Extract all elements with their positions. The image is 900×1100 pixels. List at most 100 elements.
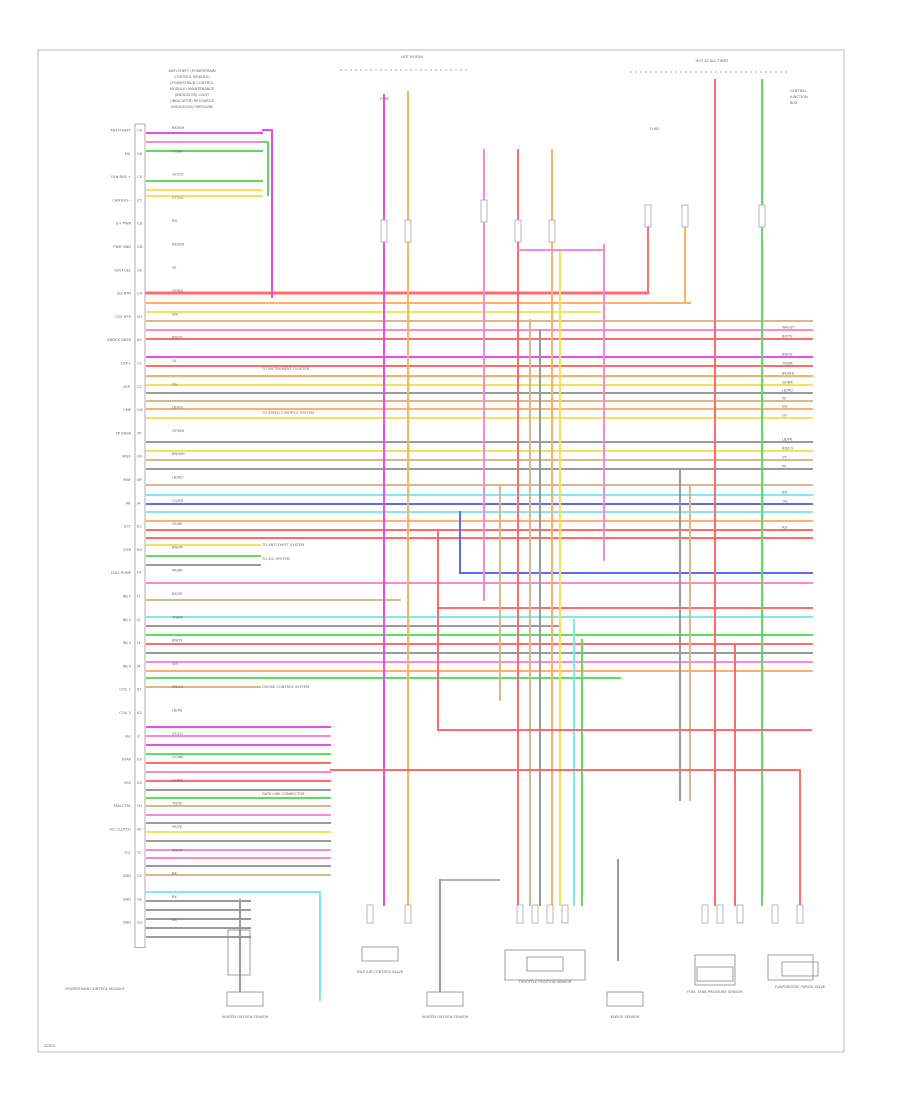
pin-label: COIL 2 — [119, 711, 131, 715]
wire-color-label: VT/OG — [172, 196, 184, 200]
pin-code: EG — [137, 548, 142, 552]
wire-color-label: OG/BK — [172, 755, 184, 759]
pin-label: CKP- — [123, 385, 132, 389]
pin-label: GND — [123, 897, 131, 901]
component-label: FUEL TANK PRESSURE SENSOR — [687, 990, 743, 994]
inline-connector — [548, 219, 556, 243]
wire-color-label: GY — [172, 359, 178, 363]
inline-connector — [380, 219, 388, 243]
right-wire-label: RD/LG — [782, 447, 793, 451]
wire-color-label: WH — [172, 312, 179, 316]
right-wire-label: BN — [782, 491, 787, 495]
pin-label: EGR — [123, 548, 131, 552]
component-body — [781, 961, 819, 977]
pin-code: K1 — [137, 688, 142, 692]
component-body — [606, 991, 644, 1007]
annotation-text: TO ANTI-THEFT SYSTEM — [261, 543, 304, 547]
wire-color-label: BN/WH — [172, 452, 185, 456]
wire-color-label: LB/PK — [172, 709, 183, 713]
pin-code: G2 — [137, 897, 142, 901]
pin-code: IC — [137, 734, 141, 738]
right-wire-label: LB/PK — [782, 438, 793, 442]
annotation-text: TO A/C SYSTEM — [261, 557, 290, 561]
inline-connector — [561, 904, 569, 924]
pin-code: CH — [137, 292, 143, 296]
wire-color-label: GY/BK — [172, 778, 183, 782]
pin-code: C2 — [137, 385, 142, 389]
pin-label: GND — [123, 921, 131, 925]
purge-valve-outline — [767, 954, 814, 981]
pin-label: TCC — [123, 851, 131, 855]
pin-code: TC — [136, 851, 142, 855]
pcm-heading-line: ANTI-THEFT (POWERTRAIN — [168, 69, 215, 73]
pin-label: GND — [123, 874, 131, 878]
pin-label: PWR GND — [113, 245, 131, 249]
inline-connector — [404, 904, 412, 924]
pin-code: GD — [137, 245, 143, 249]
annotation-text: TO SPEED CONTROL SYSTEM — [261, 411, 314, 415]
pin-label: CMP — [123, 408, 132, 412]
pcm-heading-line: (POWERTRAIN CONTROL — [170, 81, 214, 85]
inline-connector — [516, 904, 524, 924]
wire-color-label: BK — [172, 895, 177, 899]
pin-code: G1 — [137, 874, 142, 878]
inline-connector — [644, 204, 652, 228]
pin-label: ANTI-THEFT — [110, 129, 132, 133]
wire-color-label: VT/BK — [172, 149, 183, 153]
inline-connector — [366, 904, 374, 924]
pin-code: CM — [137, 408, 143, 412]
pin-label: KNOCK SNSR — [107, 338, 131, 342]
pin-label: CKP+ — [121, 362, 131, 366]
central-junction-label: CENTRAL — [790, 89, 806, 93]
wire-color-label: GY/RD — [172, 289, 184, 293]
component-body — [226, 991, 264, 1007]
inline-connector — [531, 904, 539, 924]
inline-connector — [771, 904, 779, 924]
component-body — [526, 956, 564, 972]
pin-code: IA — [137, 501, 141, 505]
wire-color-label: BN/YE — [172, 336, 184, 340]
inline-connector — [404, 219, 412, 243]
diagram-frame — [37, 49, 845, 1053]
pin-label: IAC — [125, 734, 131, 738]
wire-color-label: LB/OG — [172, 406, 184, 410]
right-wire-label: GY — [782, 414, 788, 418]
wire-color-label: VT/LG — [172, 732, 183, 736]
fuse-label: FUSE — [650, 127, 660, 131]
wire-color-label: TN/YE — [171, 802, 183, 806]
pcm-heading-line: (INDICATOR) LIGHT — [175, 93, 210, 97]
pin-label: FUEL PUMP — [111, 571, 132, 575]
component-label: KNOCK SENSOR — [611, 1015, 640, 1019]
component-body — [426, 991, 464, 1007]
component-label: EVAPORATIVE PURGE VALVE — [775, 985, 826, 989]
pin-code: C1 — [137, 362, 142, 366]
pcm-lower-connector — [227, 929, 251, 976]
pcm-connector-name: POWERTRAIN CONTROL MODULE — [65, 987, 125, 991]
component-label: THROTTLE POSITION SENSOR — [517, 980, 572, 984]
component-body — [361, 946, 399, 962]
pin-code: AC — [137, 828, 142, 832]
right-wire-label: LB/RD — [782, 389, 793, 393]
inline-connector — [546, 904, 554, 924]
pin-code: CK — [137, 268, 143, 272]
right-wire-label: OG — [782, 500, 788, 504]
pin-code: I2 — [137, 618, 140, 622]
pcm-connector-body — [134, 123, 146, 948]
pcm-heading-line: (INDICATOR) RECHARGE — [170, 99, 214, 103]
wire-color-label: BK — [172, 872, 177, 876]
pin-label: B+ PWR — [116, 222, 131, 226]
right-wire-label: RD — [782, 526, 787, 530]
pin-label: SIG RTN — [117, 292, 132, 296]
wire-color-label: GY/OG — [172, 173, 184, 177]
pin-label: IAT — [126, 501, 132, 505]
pin-label: INJ 3 — [123, 641, 131, 645]
right-wire-label: TN/BK — [781, 362, 794, 366]
wire-color-label: DG — [172, 382, 178, 386]
right-wire-label: BN/YE — [782, 353, 794, 357]
central-junction-label: JUNCTION — [789, 95, 808, 99]
inline-connector — [514, 219, 522, 243]
pin-label: INJ 2 — [123, 618, 131, 622]
tank-sensor-outline — [694, 954, 736, 986]
wire-color-label: GY/WH — [172, 429, 185, 433]
